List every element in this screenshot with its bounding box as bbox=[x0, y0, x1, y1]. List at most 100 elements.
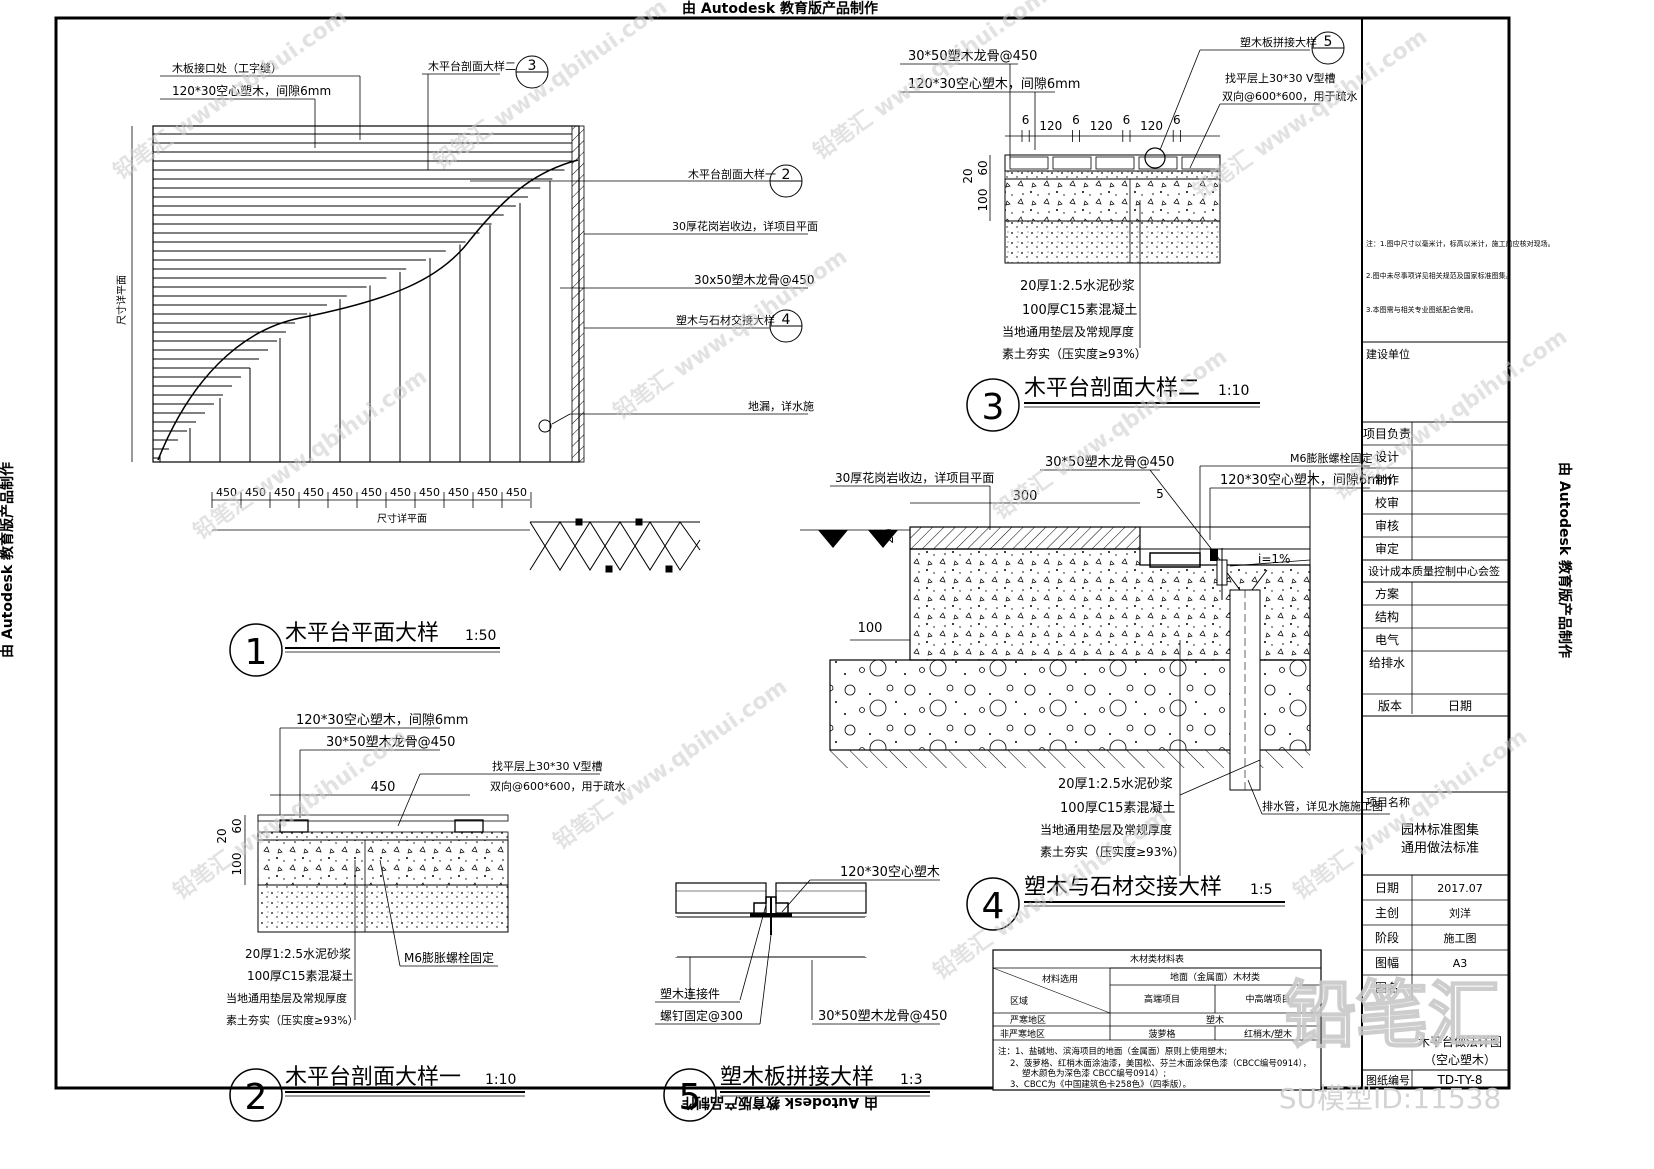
d3-board bbox=[1095, 156, 1135, 170]
d2-v60: 60 bbox=[230, 818, 244, 833]
tb-discipline-label: 电气 bbox=[1375, 632, 1399, 647]
d4-d5: 5 bbox=[1156, 487, 1164, 501]
mt-r1-region: 严寒地区 bbox=[1010, 1014, 1046, 1026]
tb-info-value: A3 bbox=[1453, 957, 1468, 970]
d2-d450: 450 bbox=[371, 780, 396, 795]
mt-note-2: 塑木颜色为深色漆 CBCC编号0914）; bbox=[1022, 1068, 1166, 1079]
d4-l3: 当地通用垫层及常规厚度 bbox=[1040, 822, 1172, 837]
sheet-frame-outer bbox=[54, 16, 1511, 1090]
plan-lattice-symbol bbox=[529, 518, 701, 573]
tb-note-0: 注：1.图中尺寸以毫米计，标高以米计，施工前应核对现场。 bbox=[1366, 239, 1555, 248]
d2-bolt-label: M6膨胀螺栓固定 bbox=[404, 950, 494, 965]
dim-450: 450 bbox=[477, 486, 498, 499]
dim-450: 450 bbox=[390, 486, 411, 499]
dim-450: 450 bbox=[332, 486, 353, 499]
edu-stamp-right: 由 Autodesk 教育版产品制作 bbox=[1556, 462, 1573, 658]
title-block: 注：1.图中尺寸以毫米计，标高以米计，施工前应核对现场。 2.图中未尽事项详见相… bbox=[1362, 239, 1555, 1088]
d3-board bbox=[1052, 156, 1092, 170]
d1-ref3-num: 3 bbox=[528, 58, 537, 74]
d3-num: 3 bbox=[982, 387, 1005, 428]
d4-num: 4 bbox=[982, 886, 1005, 927]
tb-discipline-label: 给排水 bbox=[1369, 656, 1405, 670]
tb-info-value: 施工图 bbox=[1444, 932, 1477, 945]
d2-v20: 20 bbox=[215, 828, 229, 843]
d3-dim-label: 120 bbox=[1140, 119, 1163, 133]
d3-l1: 20厚1:2.5水泥砂浆 bbox=[1020, 279, 1135, 294]
tb-project-2: 通用做法标准 bbox=[1401, 841, 1479, 856]
detail-2-section: 120*30空心塑木，间隙6mm 30*50塑木龙骨@450 找平层上30*30… bbox=[215, 713, 626, 1122]
d3-v60: 60 bbox=[976, 160, 990, 175]
tb-row-label: 制作 bbox=[1375, 473, 1399, 487]
d2-l2: 100厚C15素混凝土 bbox=[247, 968, 354, 983]
d3-ref5-label: 塑木板拼接大样 bbox=[1240, 35, 1317, 49]
watermark-text: 铅笔汇 www.qbihui.com bbox=[989, 344, 1232, 525]
d4-scale: 1:5 bbox=[1250, 882, 1273, 898]
d5-title: 塑木板拼接大样 bbox=[720, 1065, 874, 1090]
d3-board-label: 120*30空心塑木，间隙6mm bbox=[908, 77, 1080, 92]
plan-drain bbox=[538, 419, 552, 433]
mt-r2-high: 菠萝格 bbox=[1148, 1028, 1175, 1040]
dim-450: 450 bbox=[303, 486, 324, 499]
dim-450: 450 bbox=[245, 486, 266, 499]
dim-450: 450 bbox=[448, 486, 469, 499]
mt-note-0: 注：1、盐碱地、滨海项目的地面（金属面）原则上使用塑木; bbox=[998, 1046, 1227, 1057]
d5-scale: 1:3 bbox=[900, 1072, 923, 1088]
d3-dim-label: 120 bbox=[1090, 119, 1113, 133]
watermark-text: 铅笔汇 www.qbihui.com bbox=[1189, 24, 1432, 205]
watermark-text: 铅笔汇 www.qbihui.com bbox=[429, 0, 672, 175]
d4-l4: 素土夯实（压实度≥93%） bbox=[1040, 844, 1185, 859]
dim-450: 450 bbox=[361, 486, 382, 499]
d1-joist-label: 30x50塑木龙骨@450 bbox=[694, 272, 815, 287]
tb-version-label: 版本 bbox=[1378, 699, 1402, 713]
tb-office: 设计成本质量控制中心会签 bbox=[1368, 564, 1500, 578]
tb-project-label: 项目名称 bbox=[1366, 795, 1410, 809]
edu-stamp-left: 由 Autodesk 教育版产品制作 bbox=[0, 462, 16, 658]
tb-drawing-no: TD-TY-8 bbox=[1437, 1073, 1483, 1087]
d1-granite-label: 30厚花岗岩收边，详项目平面 bbox=[672, 219, 818, 233]
d1-ref2-num: 2 bbox=[782, 167, 791, 183]
mt-high: 高端项目 bbox=[1144, 993, 1180, 1005]
d2-v100: 100 bbox=[230, 853, 244, 876]
d3-l2: 100厚C15素混凝土 bbox=[1022, 302, 1137, 318]
d1-drain-label: 地漏，详水施 bbox=[748, 399, 814, 413]
tb-info-value: 2017.07 bbox=[1437, 882, 1483, 895]
tb-row-label: 审核 bbox=[1375, 518, 1399, 533]
tb-row-label: 项目负责 bbox=[1363, 427, 1411, 441]
d2-groove2-label: 双向@600*600，用于疏水 bbox=[490, 779, 626, 793]
tb-drawing-no-label: 图纸编号 bbox=[1366, 1073, 1410, 1087]
d2-l1: 20厚1:2.5水泥砂浆 bbox=[245, 946, 351, 961]
d5-joist-label: 30*50塑木龙骨@450 bbox=[818, 1009, 947, 1024]
d1-scale: 1:50 bbox=[465, 628, 496, 644]
d2-l3: 当地通用垫层及常规厚度 bbox=[226, 991, 347, 1005]
d2-num: 2 bbox=[245, 1077, 268, 1118]
d4-pipe-label: 排水管，详见水施施工图 bbox=[1262, 799, 1383, 813]
watermark-brand: 铅笔汇 bbox=[1284, 973, 1500, 1057]
d4-l2: 100厚C15素混凝土 bbox=[1060, 800, 1175, 816]
tb-info-key: 图名 bbox=[1375, 980, 1399, 995]
mt-mid: 中高端项目 bbox=[1245, 993, 1290, 1005]
d2-board-label: 120*30空心塑木，间隙6mm bbox=[296, 713, 468, 728]
tb-info-key: 主创 bbox=[1375, 906, 1399, 920]
d4-d100: 100 bbox=[858, 621, 883, 636]
d3-board bbox=[1009, 156, 1049, 170]
mt-material: 材料选用 bbox=[1042, 973, 1078, 985]
tb-discipline-label: 方案 bbox=[1375, 586, 1399, 601]
tb-drawing-name-1: 木平台做法详图 bbox=[1418, 1034, 1502, 1049]
d3-dim-label: 6 bbox=[1173, 113, 1181, 127]
d1-ref4-num: 4 bbox=[782, 312, 791, 328]
d3-dim-label: 6 bbox=[1123, 113, 1131, 127]
detail-3-section: 30*50塑木龙骨@450 120*30空心塑木，间隙6mm 塑木板拼接大样 5… bbox=[900, 31, 1358, 432]
plan-joists bbox=[159, 180, 551, 462]
d1-board-label: 120*30空心塑木，间隙6mm bbox=[172, 83, 331, 98]
tb-discipline-label: 结构 bbox=[1375, 609, 1399, 624]
d5-num: 5 bbox=[679, 1077, 702, 1118]
dim-450: 450 bbox=[274, 486, 295, 499]
d4-board-label: 120*30空心塑木，间隙6mm bbox=[1220, 473, 1392, 488]
dim-450: 450 bbox=[506, 486, 527, 499]
d2-joist-label: 30*50塑木龙骨@450 bbox=[326, 735, 455, 750]
